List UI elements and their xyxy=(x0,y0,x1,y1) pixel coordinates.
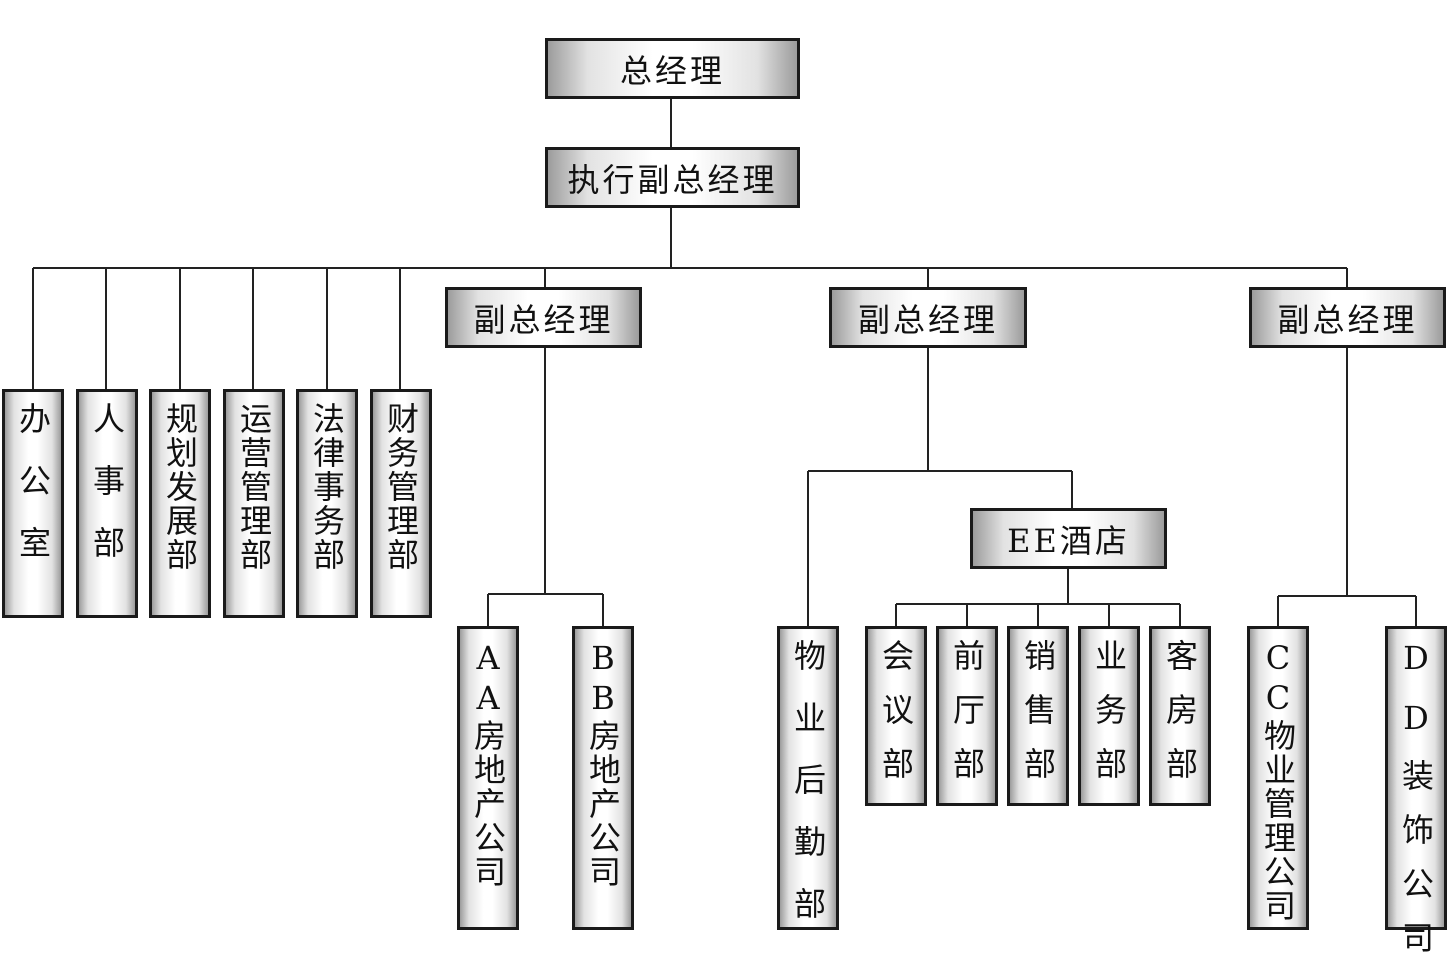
dept-planning: 规划发展部 xyxy=(149,389,211,618)
dept-operations: 运营管理部 xyxy=(223,389,285,618)
executive-vp-box: 执行副总经理 xyxy=(545,147,800,208)
hotel-dept-business-label: 业务部 xyxy=(1090,639,1128,801)
property-logistics-label: 物业后勤部 xyxy=(789,639,827,949)
dept-office: 办公室 xyxy=(2,389,64,618)
vp-box-2: 副总经理 xyxy=(829,287,1027,348)
company-bb-label: BB房地产公司 xyxy=(584,639,622,889)
dept-planning-label: 规划发展部 xyxy=(161,402,199,572)
company-cc: CC物业管理公司 xyxy=(1247,626,1309,930)
hotel-dept-meeting: 会议部 xyxy=(865,626,927,806)
company-cc-label: CC物业管理公司 xyxy=(1259,639,1297,923)
vp-box-3: 副总经理 xyxy=(1249,287,1446,348)
dept-legal-label: 法律事务部 xyxy=(308,402,346,572)
hotel-dept-business: 业务部 xyxy=(1078,626,1140,806)
dept-legal: 法律事务部 xyxy=(296,389,358,618)
dept-finance: 财务管理部 xyxy=(370,389,432,618)
ceo-box: 总经理 xyxy=(545,38,800,99)
dept-hr-label: 人事部 xyxy=(88,402,126,588)
property-logistics-dept: 物业后勤部 xyxy=(777,626,839,949)
hotel-box: EE酒店 xyxy=(970,508,1167,569)
company-aa: AA房地产公司 xyxy=(457,626,519,930)
hotel-dept-rooms: 客房部 xyxy=(1149,626,1211,806)
hotel-dept-meeting-label: 会议部 xyxy=(877,639,915,801)
vp-box-1: 副总经理 xyxy=(445,287,642,348)
hotel-dept-sales: 销售部 xyxy=(1007,626,1069,806)
hotel-dept-sales-label: 销售部 xyxy=(1019,639,1057,801)
company-dd: DD装饰公司 xyxy=(1385,626,1447,966)
company-dd-label: DD装饰公司 xyxy=(1397,639,1435,966)
dept-operations-label: 运营管理部 xyxy=(235,402,273,572)
hotel-dept-front-label: 前厅部 xyxy=(948,639,986,801)
dept-finance-label: 财务管理部 xyxy=(382,402,420,572)
company-bb: BB房地产公司 xyxy=(572,626,634,930)
dept-office-label: 办公室 xyxy=(14,402,52,588)
company-aa-label: AA房地产公司 xyxy=(469,639,507,889)
dept-hr: 人事部 xyxy=(76,389,138,618)
hotel-dept-rooms-label: 客房部 xyxy=(1161,639,1199,801)
hotel-dept-front: 前厅部 xyxy=(936,626,998,806)
